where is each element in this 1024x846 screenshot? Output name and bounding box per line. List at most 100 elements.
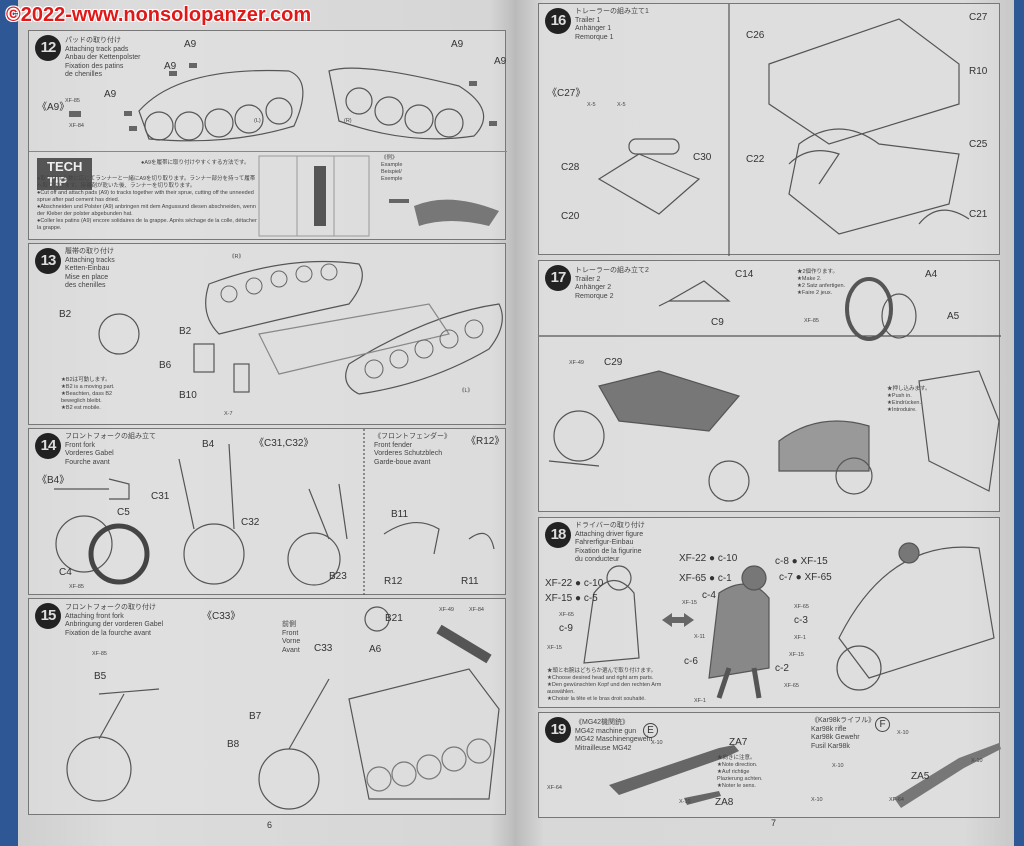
note: ★Note direction. [717,762,758,768]
paint-code: XF-85 [804,318,819,324]
paint-code: XF-49 [439,607,454,613]
part-label: B10 [179,390,197,401]
paint-code: XF-15 [682,600,697,606]
title-de: Kar98k Gewehr [811,734,860,741]
part-label: A9 [184,39,197,50]
paint-code: X-10 [811,797,823,803]
title-fr: Fixation de la figurine [575,547,642,555]
part-ref: 《R12》 [466,436,505,447]
title-de: MG42 Maschinengewehr [575,736,653,743]
title-jp: フロントフォークの組み立て [65,433,156,440]
step-number: 18 [545,522,571,548]
step-number: 19 [545,717,571,743]
part-label: R10 [969,66,988,77]
swap-arrow-icon [662,613,694,627]
note: ★2個作ります。 [797,269,839,275]
title-jp: 《Kar98kライフル》 [811,717,876,724]
note: ★Noter le sens. [717,783,756,789]
title-de: Anhänger 2 [575,284,612,291]
paint-code: XF-85 [92,651,107,657]
part-label: B7 [249,711,262,722]
part-label: ZA7 [729,737,748,748]
tip-line: ●Coller les patins (A9) encore solidaire… [37,218,257,231]
note: ★Den gewünschten Kopf und den rechten Ar… [547,682,662,695]
part-label: c-4 [702,590,716,601]
title-en: Front fork [65,441,95,449]
part-label: B8 [227,739,240,750]
part-label: C25 [969,139,988,150]
part-label: B11 [391,509,409,520]
part-label: B2 [179,326,192,337]
part-label: C27 [969,12,988,23]
title-jp: 履帯の取り付け [65,248,114,255]
paint-code: XF-64 [547,785,562,791]
title-fr2: des chenilles [65,282,106,289]
paint-code: XF-85 [69,584,84,590]
note: ★Choose desired head and right arm parts… [547,675,654,681]
step-number: 13 [35,248,61,274]
part-label: A9 [451,39,464,50]
step-number: 14 [35,433,61,459]
title-de: Vorderes Gabel [65,450,114,457]
title-de: Vorderes Schutzblech [374,450,443,457]
part-label: ZA8 [715,797,734,808]
side-label: 《R》 [229,254,244,260]
title-en: Trailer 1 [575,16,601,24]
step-number: 17 [545,265,571,291]
title-fr: Fusil Kar98k [811,742,850,750]
title-fr: Fourche avant [65,458,110,466]
paint-code: X-10 [897,730,909,736]
paint-code: XF-65 [794,604,809,610]
part-label: A4 [925,269,938,280]
title-fr: Mitrailleuse MG42 [575,744,632,752]
callout: c-8 ● XF-15 [775,556,828,567]
title-fr: Remorque 1 [575,33,614,41]
part-label: C26 [746,30,765,41]
note: ★Choisir la tête et le bras droit souhai… [547,696,646,702]
part-label: B6 [159,360,172,371]
part-label: c-6 [684,656,698,667]
tip-line: ●取り付ける数に応じてランナーと一緒にA9を切り取ります。ランナー部分を持って履… [37,176,256,189]
note: ★Introduire. [887,407,917,413]
trailer-2-illustration [539,277,1001,502]
part-label: C30 [693,152,712,163]
paint-code: X-5 [587,102,596,108]
callout: XF-22 ● c-10 [545,578,604,589]
title-fr: Mise en place [65,273,109,281]
track-pads-illustration [29,63,507,237]
title-jp: 《フロントフェンダー》 [374,433,451,440]
part-label: A9 [494,56,507,67]
push-in-note: ★押し込みます。★Push in.★Eindrücken.★Introduire… [887,386,930,414]
part-label: C14 [735,269,754,280]
paint-code: X-10 [971,758,983,764]
title-fr: Remorque 2 [575,292,614,300]
paint-code: X-11 [694,634,706,640]
step-number: 15 [35,603,61,629]
note: ★向きに注意。 [717,755,756,761]
callout: c-7 ● XF-65 [779,572,832,583]
part-ref: 《C31,C32》 [254,438,314,449]
front-fr: Avant [282,646,300,654]
front-de: Vorne [282,638,301,645]
note: ★Beachten, dass B2 [61,391,113,397]
title-de: Fahrerfigur-Einbau [575,539,634,546]
part-label: C28 [561,162,580,173]
title-jp: トレーラーの組み立て2 [575,267,649,274]
note: ★Auf richtige [717,769,750,775]
part-label: C20 [561,211,580,222]
step-number: 12 [35,35,61,61]
part-ref: 《C27》 [547,88,586,99]
